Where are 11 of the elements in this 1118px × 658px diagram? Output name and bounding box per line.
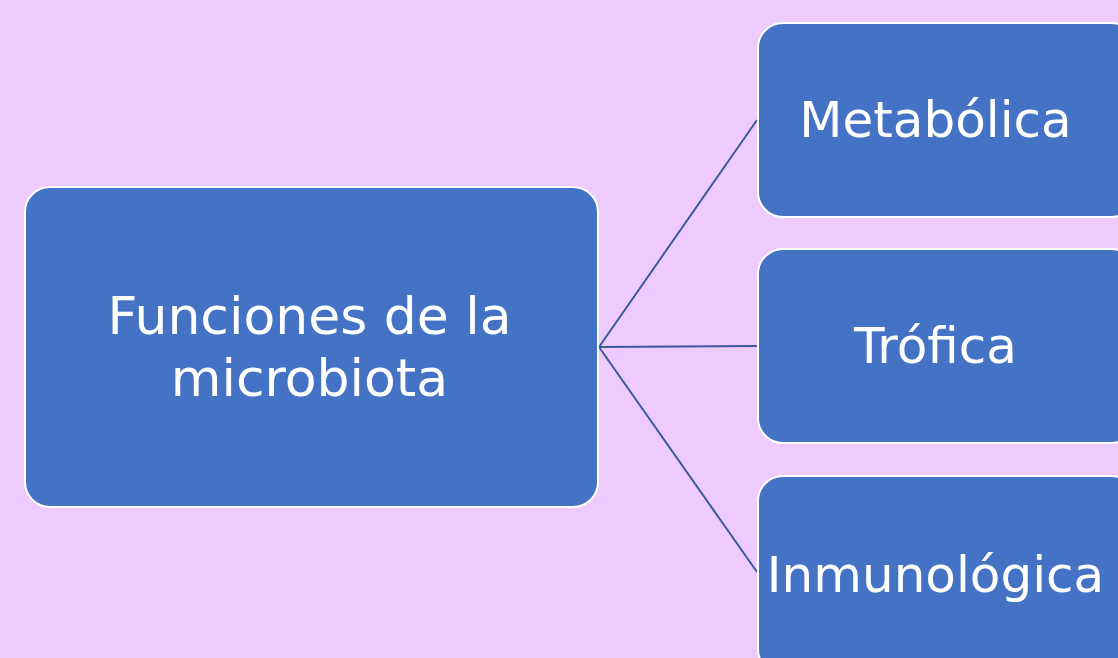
process-box xyxy=(757,475,1118,658)
box-label: Metabólica xyxy=(798,90,1073,150)
box-label: Inmunológica xyxy=(765,545,1106,605)
box-label: Trófica xyxy=(853,316,1018,376)
process-box xyxy=(757,22,1118,218)
connector-line xyxy=(598,346,758,573)
process-box xyxy=(24,186,599,508)
connector-line xyxy=(598,119,758,348)
box-label: Funciones de la microbiota xyxy=(106,284,513,410)
connector-line xyxy=(598,345,758,348)
process-box xyxy=(757,248,1118,444)
